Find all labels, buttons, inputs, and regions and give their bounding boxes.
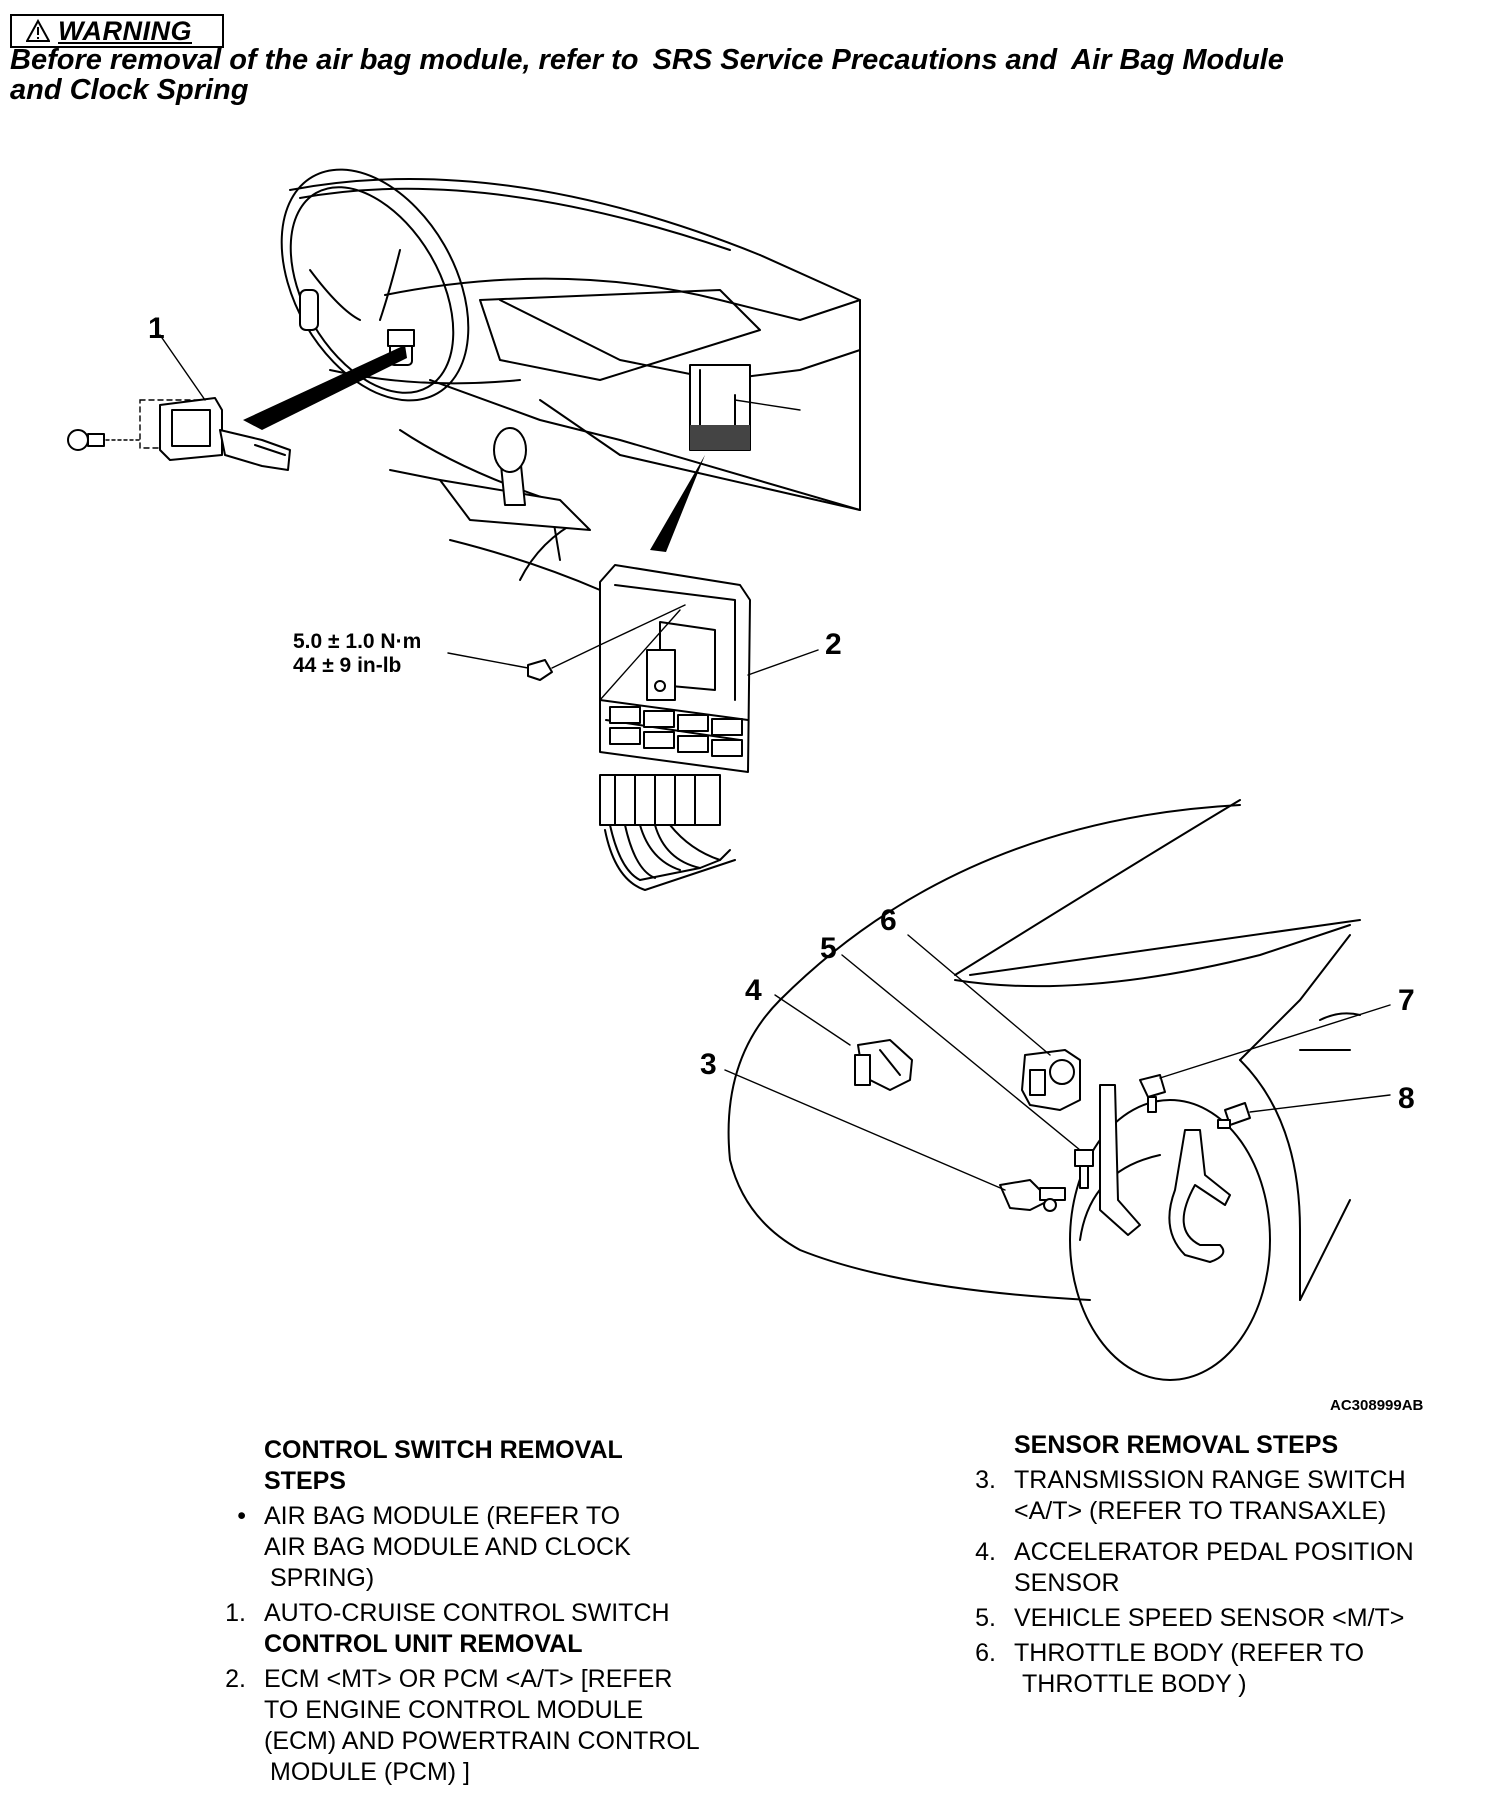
sensor-removal-heading: SENSOR REMOVAL STEPS xyxy=(1014,1431,1339,1459)
control-switch-heading-line-1: CONTROL SWITCH REMOVAL xyxy=(264,1436,623,1464)
step-line: AUTO-CRUISE CONTROL SWITCH xyxy=(264,1599,670,1627)
step-auto-cruise-switch: 1. AUTO-CRUISE CONTROL SWITCH xyxy=(212,1598,772,1629)
torque-spec-nm: 5.0 ± 1.0 N·m xyxy=(293,630,421,653)
step-marker-bullet: • xyxy=(237,1502,246,1530)
step-line[interactable]: THROTTLE BODY ) xyxy=(1022,1670,1247,1698)
wiring-harness-drawing xyxy=(599,774,736,891)
warning-box: WARNING xyxy=(10,14,224,48)
callout-number-1: 1 xyxy=(148,312,165,345)
callout-line-3 xyxy=(724,1069,1006,1191)
step-line[interactable]: ECM <MT> OR PCM <A/T> [REFER xyxy=(264,1665,673,1693)
callout-number-3: 3 xyxy=(700,1048,717,1081)
warning-line-2: and Clock Spring xyxy=(10,74,248,107)
callout-number-6: 6 xyxy=(880,904,897,937)
callout-number-2: 2 xyxy=(825,628,842,661)
step-throttle-body: 6. THROTTLE BODY (REFER TO THROTTLE BODY… xyxy=(962,1638,1492,1700)
step-line[interactable]: AIR BAG MODULE AND CLOCK xyxy=(264,1533,631,1561)
callout-line-2 xyxy=(747,649,819,676)
step-marker-5: 5. xyxy=(975,1604,996,1632)
step-ecm-pcm: 2. ECM <MT> OR PCM <A/T> [REFER TO ENGIN… xyxy=(212,1664,772,1788)
vehicle-speed-sensor-drawing xyxy=(1074,1149,1094,1189)
accelerator-pedal-sensor-drawing xyxy=(854,1039,913,1091)
transmission-range-switch-drawing xyxy=(999,1179,1066,1212)
callout-line-4 xyxy=(774,994,851,1046)
throttle-body-drawing xyxy=(1021,1049,1081,1111)
warning-link-clock-spring[interactable]: and Clock Spring xyxy=(10,74,249,106)
step-line: TRANSMISSION RANGE SWITCH xyxy=(1014,1466,1406,1494)
step-line[interactable]: THROTTLE BODY (REFER TO xyxy=(1014,1639,1365,1667)
front-car-body-illustration xyxy=(727,799,1361,1381)
callout-number-4: 4 xyxy=(745,974,762,1007)
step-line[interactable]: SPRING) xyxy=(270,1564,375,1592)
step-line[interactable]: (ECM) AND POWERTRAIN CONTROL xyxy=(264,1727,700,1755)
step-vehicle-speed-sensor: 5. VEHICLE SPEED SENSOR <M/T> xyxy=(962,1603,1492,1634)
callout-line-7 xyxy=(1159,1004,1391,1079)
warning-label: WARNING xyxy=(58,15,192,46)
warning-link-airbag[interactable]: Air Bag Module xyxy=(1071,44,1284,76)
step-marker-6: 6. xyxy=(975,1639,996,1667)
auto-cruise-switch-drawing xyxy=(67,397,291,471)
step-transmission-range-switch: 3. TRANSMISSION RANGE SWITCH <A/T> (REFE… xyxy=(962,1465,1492,1527)
dashboard-illustration xyxy=(280,168,861,591)
bracket-drawing xyxy=(1099,1074,1251,1263)
step-line[interactable]: TO ENGINE CONTROL MODULE xyxy=(264,1696,644,1724)
control-switch-heading-line-2: STEPS xyxy=(264,1467,346,1495)
step-line: SENSOR xyxy=(1014,1569,1120,1597)
torque-spec-inlb: 44 ± 9 in-lb xyxy=(293,654,401,677)
callout-number-5: 5 xyxy=(820,932,837,965)
step-line: ACCELERATOR PEDAL POSITION xyxy=(1014,1538,1414,1566)
control-unit-heading: CONTROL UNIT REMOVAL xyxy=(264,1630,583,1658)
warning-triangle-icon xyxy=(26,19,50,42)
callout-line-6 xyxy=(907,934,1051,1056)
callout-number-8: 8 xyxy=(1398,1082,1415,1115)
pointer-wedge-2 xyxy=(650,455,705,552)
step-line: VEHICLE SPEED SENSOR <M/T> xyxy=(1014,1604,1405,1632)
callout-line-5 xyxy=(841,954,1081,1151)
step-accelerator-pedal-sensor: 4. ACCELERATOR PEDAL POSITION SENSOR xyxy=(962,1537,1492,1599)
step-line[interactable]: MODULE (PCM) ] xyxy=(270,1758,470,1786)
step-marker-1: 1. xyxy=(225,1599,246,1627)
step-line[interactable]: AIR BAG MODULE (REFER TO xyxy=(264,1502,621,1530)
step-air-bag-module: • AIR BAG MODULE (REFER TO AIR BAG MODUL… xyxy=(212,1501,772,1594)
figure-id: AC308999AB xyxy=(1330,1397,1424,1414)
callout-number-7: 7 xyxy=(1398,984,1415,1017)
pointer-wedge-1 xyxy=(243,345,407,430)
step-marker-4: 4. xyxy=(975,1538,996,1566)
step-marker-3: 3. xyxy=(975,1466,996,1494)
step-marker-2: 2. xyxy=(225,1665,246,1693)
warning-text-1a: Before removal of the air bag module, re… xyxy=(10,44,639,76)
step-line[interactable]: <A/T> (REFER TO TRANSAXLE) xyxy=(1014,1497,1387,1525)
callout-line-8 xyxy=(1249,1094,1391,1113)
ecm-module-drawing xyxy=(447,564,751,773)
control-switch-removal-steps: CONTROL SWITCH REMOVAL STEPS • AIR BAG M… xyxy=(212,1435,772,1788)
sensor-removal-steps: SENSOR REMOVAL STEPS 3. TRANSMISSION RAN… xyxy=(962,1430,1492,1700)
ecm-in-dash-drawing xyxy=(689,364,801,451)
warning-link-srs[interactable]: SRS Service Precautions and xyxy=(652,44,1058,76)
callout-line-1 xyxy=(159,334,206,401)
warning-line-1: Before removal of the air bag module, re… xyxy=(10,44,1284,77)
